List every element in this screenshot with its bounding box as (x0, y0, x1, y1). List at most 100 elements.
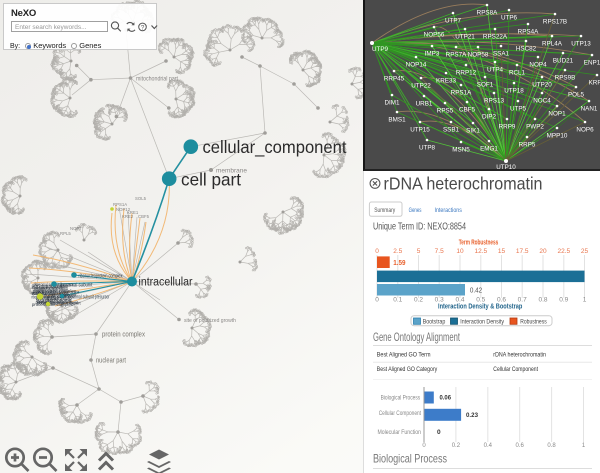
svg-text:large subunit precursor: large subunit precursor (36, 289, 80, 295)
svg-text:0.9: 0.9 (559, 297, 568, 304)
svg-text:17.5: 17.5 (516, 248, 529, 255)
svg-text:UTP20: UTP20 (532, 82, 552, 89)
svg-text:RRP45: RRP45 (384, 76, 405, 83)
svg-text:Interactions: Interactions (435, 208, 462, 214)
svg-text:20: 20 (539, 248, 547, 255)
svg-text:22.5: 22.5 (557, 248, 570, 255)
svg-text:NAN1: NAN1 (581, 106, 598, 113)
svg-text:intracellular: intracellular (139, 277, 193, 289)
svg-text:0.3: 0.3 (435, 297, 444, 304)
svg-text:processome complex: processome complex (32, 302, 74, 308)
svg-text:KRR1: KRR1 (589, 80, 600, 87)
svg-text:ribosomal subunit precursor: ribosomal subunit precursor (36, 296, 72, 302)
svg-text:RCL1: RCL1 (509, 70, 526, 77)
svg-text:RPL4A: RPL4A (542, 41, 563, 48)
svg-text:15: 15 (498, 248, 506, 255)
svg-text:ribonucleoprotein complex: ribonucleoprotein complex (79, 274, 123, 280)
svg-text:preribosome subunit: preribosome subunit (38, 292, 78, 298)
svg-text:Best Aligned GO Category: Best Aligned GO Category (377, 366, 438, 373)
svg-text:0.6: 0.6 (497, 297, 506, 304)
svg-text:UTP13: UTP13 (571, 41, 591, 48)
svg-text:0.4: 0.4 (455, 297, 464, 304)
svg-text:UTP21: UTP21 (455, 34, 475, 41)
svg-text:rDNA heterochromatin: rDNA heterochromatin (384, 173, 543, 193)
svg-text:0.42: 0.42 (470, 287, 482, 294)
svg-text:ribosomal subunit precursor: ribosomal subunit precursor (67, 295, 110, 301)
svg-text:Bootstrap: Bootstrap (423, 318, 446, 325)
svg-text:MSN5: MSN5 (452, 147, 470, 154)
svg-text:nuclear part: nuclear part (96, 356, 126, 365)
svg-text:RPS22A: RPS22A (483, 34, 508, 41)
svg-text:NOP4: NOP4 (529, 62, 547, 69)
svg-text:90S preribosome small: 90S preribosome small (31, 291, 67, 297)
svg-text:ribosomal small subunit: ribosomal small subunit (32, 291, 68, 297)
svg-text:RPS8A: RPS8A (477, 10, 498, 17)
svg-text:UTP5: UTP5 (510, 106, 527, 113)
svg-text:SSB1: SSB1 (443, 127, 460, 134)
svg-text:5: 5 (417, 248, 421, 255)
svg-text:Robustness: Robustness (520, 318, 547, 325)
svg-text:Molecular Function: Molecular Function (378, 430, 422, 436)
svg-text:UTP18: UTP18 (504, 88, 524, 95)
svg-text:10: 10 (456, 248, 464, 255)
svg-text:RPS17B: RPS17B (543, 19, 567, 26)
svg-text:RPS1A: RPS1A (113, 202, 127, 207)
svg-text:RRP12: RRP12 (456, 70, 477, 77)
svg-text:CBF5: CBF5 (459, 107, 476, 114)
svg-text:membrane: membrane (216, 168, 247, 175)
svg-text:NOP7: NOP7 (70, 226, 82, 231)
svg-text:0.2: 0.2 (452, 443, 461, 449)
svg-text:RPS1A: RPS1A (451, 90, 472, 97)
svg-text:KRE1: KRE1 (127, 210, 139, 215)
svg-text:UTP10: UTP10 (496, 164, 516, 171)
svg-text:RPL5: RPL5 (60, 231, 71, 236)
svg-text:subunit processome: subunit processome (36, 294, 75, 300)
svg-text:mitochondrial part: mitochondrial part (136, 76, 178, 83)
svg-text:0: 0 (422, 443, 426, 449)
svg-text:cell part: cell part (181, 170, 241, 190)
svg-text:Cellular Component: Cellular Component (379, 411, 422, 417)
svg-text:small subunit processome: small subunit processome (37, 299, 72, 305)
svg-text:Gene Ontology Alignment: Gene Ontology Alignment (373, 330, 460, 344)
svg-text:SOL5: SOL5 (135, 196, 147, 201)
svg-text:0.8: 0.8 (547, 443, 556, 449)
svg-text:MPP10: MPP10 (547, 133, 568, 140)
svg-text:site of polarized growth: site of polarized growth (184, 318, 236, 324)
svg-text:small subunit processome: small subunit processome (32, 285, 65, 291)
svg-text:ribosome assembly particle: ribosome assembly particle (32, 295, 67, 301)
svg-text:processome complex: processome complex (33, 288, 77, 294)
svg-text:Summary: Summary (374, 208, 395, 214)
svg-text:1.59: 1.59 (393, 258, 405, 267)
svg-text:0.06: 0.06 (440, 395, 452, 402)
svg-text:SOF1: SOF1 (477, 82, 494, 89)
svg-text:rDNA heterochromatin: rDNA heterochromatin (493, 352, 546, 359)
svg-text:PWP2: PWP2 (526, 124, 544, 131)
svg-text:BMS1: BMS1 (388, 117, 406, 124)
svg-text:Interaction Density & Bootstra: Interaction Density & Bootstrap (438, 304, 522, 311)
svg-text:URB1: URB1 (416, 101, 433, 108)
svg-text:KRE33: KRE33 (436, 78, 456, 85)
svg-text:1: 1 (582, 443, 586, 449)
svg-text:Biological Process: Biological Process (381, 396, 421, 402)
svg-text:Cellular Component: Cellular Component (493, 366, 538, 373)
svg-text:ENP1: ENP1 (584, 60, 600, 67)
svg-text:ribonucleoprotein export: ribonucleoprotein export (34, 288, 68, 294)
svg-text:NOP6: NOP6 (576, 127, 594, 134)
svg-text:2.5: 2.5 (393, 248, 402, 255)
svg-text:UTP8: UTP8 (419, 145, 436, 152)
svg-text:25: 25 (581, 248, 589, 255)
svg-text:Biological Process: Biological Process (373, 452, 447, 466)
svg-text:Term Robustness: Term Robustness (459, 240, 499, 247)
svg-text:ribonucleoprotein export: ribonucleoprotein export (37, 301, 81, 307)
svg-text:0.5: 0.5 (476, 297, 485, 304)
svg-text:RRP9: RRP9 (499, 124, 516, 131)
svg-text:12.5: 12.5 (474, 248, 487, 255)
svg-text:RRP5: RRP5 (519, 142, 536, 149)
svg-text:Best Aligned GO Term: Best Aligned GO Term (377, 352, 431, 359)
svg-text:NOC4: NOC4 (533, 98, 551, 105)
svg-text:NOP1: NOP1 (548, 111, 566, 118)
svg-text:RPS9B: RPS9B (555, 75, 576, 82)
svg-text:0: 0 (375, 248, 379, 255)
svg-text:UTP6: UTP6 (501, 15, 518, 22)
svg-text:UTP4: UTP4 (487, 67, 504, 74)
